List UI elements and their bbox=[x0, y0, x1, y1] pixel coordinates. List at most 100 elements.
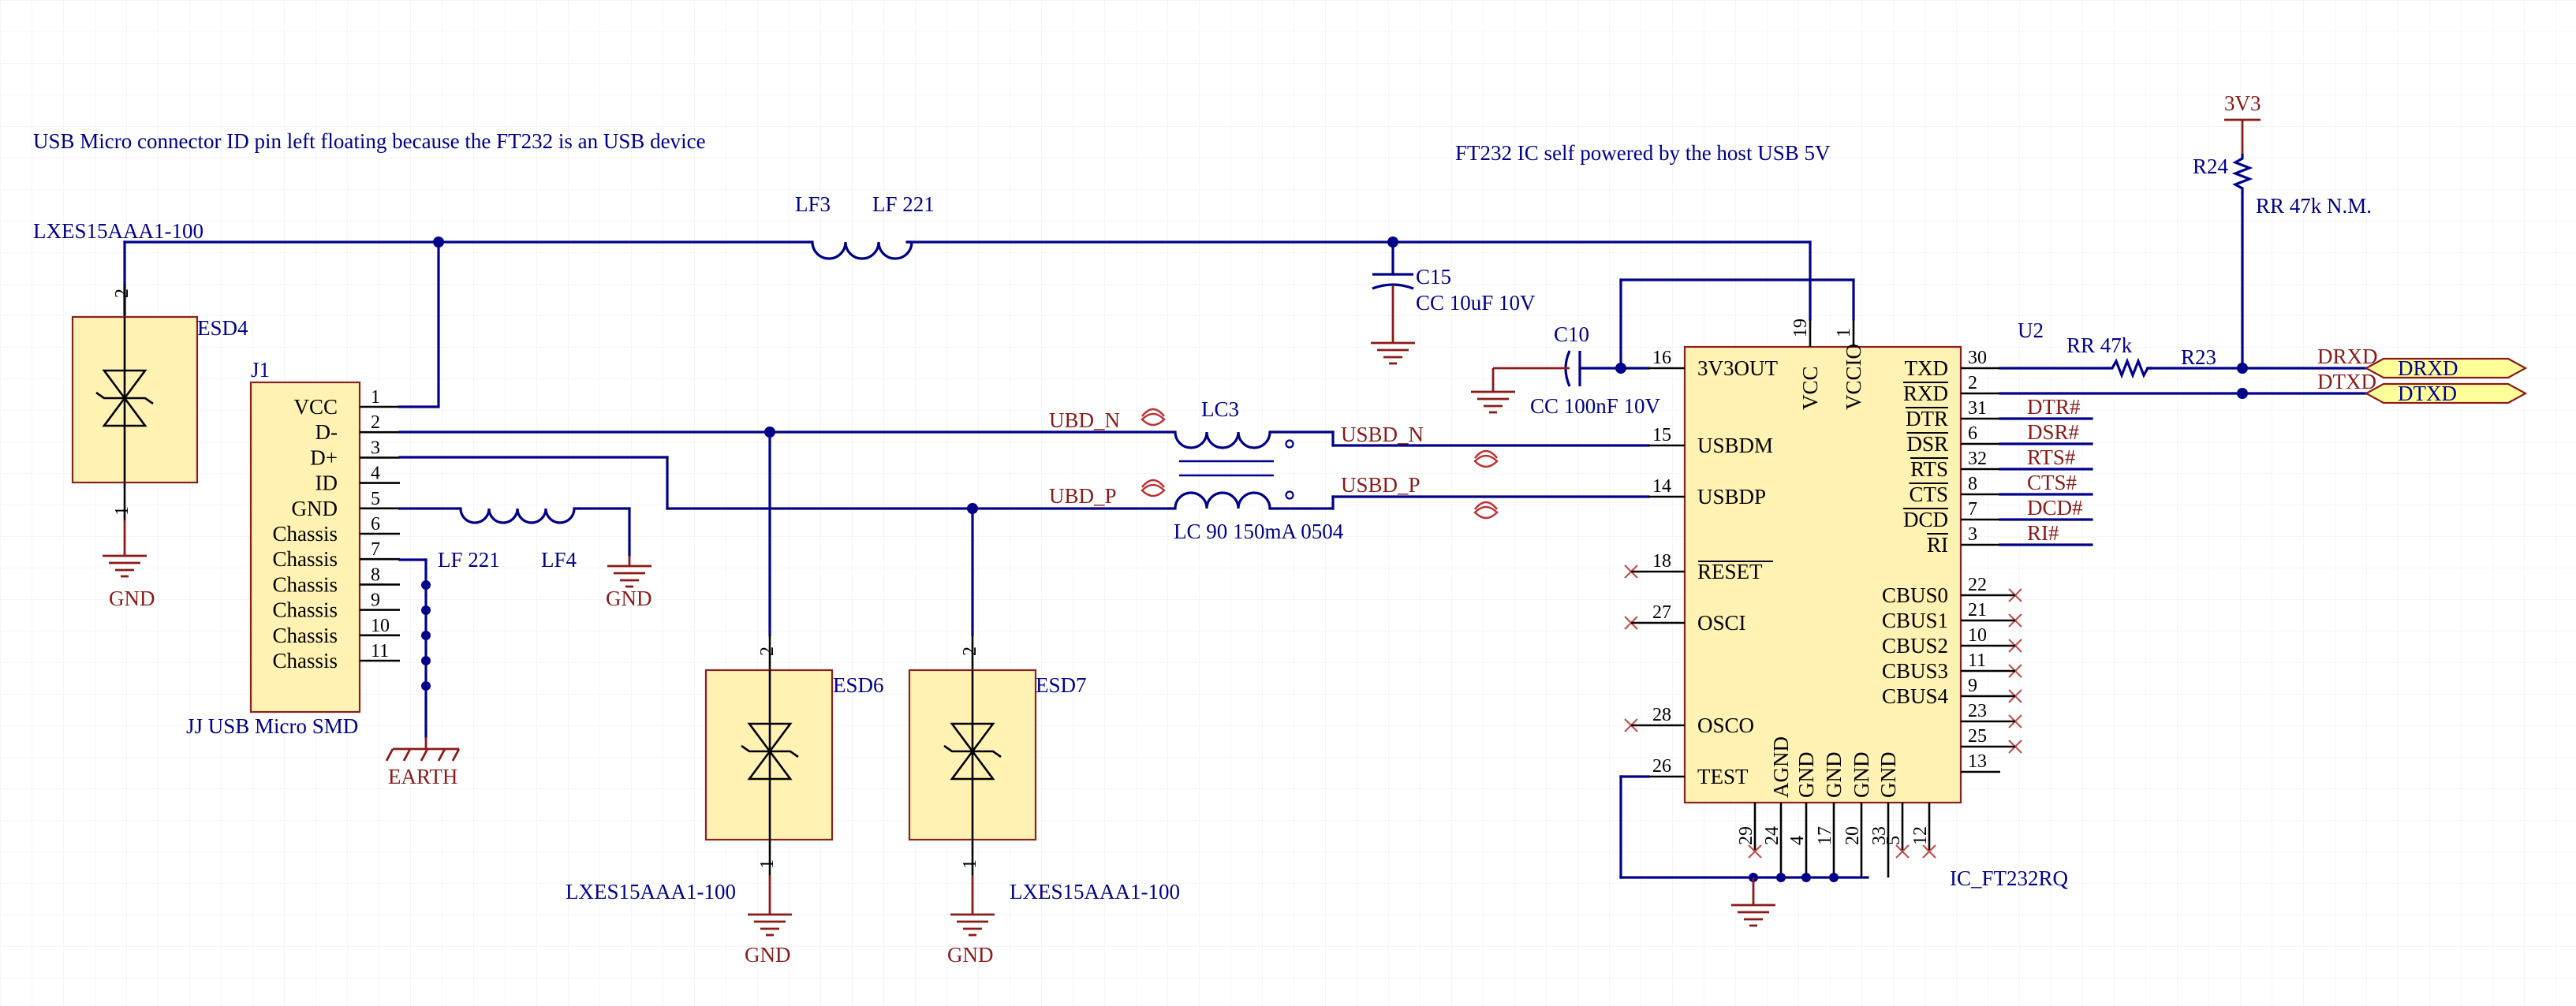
u2-bottom-pin[interactable]: 5 bbox=[1883, 803, 1910, 859]
net-label-usbd-n: USBD_N bbox=[1341, 423, 1424, 446]
u2-pin-name: RXD bbox=[1903, 382, 1948, 405]
u2-pin-name: RI bbox=[1927, 533, 1948, 557]
u2-pin-name: TEST bbox=[1697, 765, 1749, 788]
j1-pin-number: 10 bbox=[371, 616, 390, 636]
c15-value: CC 10uF 10V bbox=[1416, 291, 1536, 315]
u2-bottom-pin[interactable]: 29 bbox=[1736, 803, 1762, 859]
u2-pin-number: 31 bbox=[1968, 398, 1987, 419]
diff-pair-marker-ubd-n bbox=[1141, 408, 1166, 427]
gnd-symbol-esd7 bbox=[950, 875, 995, 937]
u2-pin-name: CBUS0 bbox=[1882, 583, 1948, 607]
lf4-ferrite[interactable] bbox=[457, 507, 580, 524]
u2-pin-number: 27 bbox=[1652, 602, 1671, 623]
net-label-dtxd: DTXD bbox=[2317, 370, 2376, 393]
lc3-ref: LC3 bbox=[1201, 397, 1239, 421]
gnd-symbol-c15 bbox=[1371, 341, 1415, 365]
diff-pair-marker-usbd-p bbox=[1473, 501, 1499, 520]
u2-ic-body[interactable] bbox=[1683, 345, 1962, 804]
u2-right-pin[interactable]: 23 bbox=[1961, 701, 2022, 728]
u2-pin-number: 3 bbox=[1968, 524, 1977, 545]
u2-bottom-pin[interactable]: 12 bbox=[1910, 803, 1936, 859]
j1-connector-body[interactable] bbox=[249, 381, 361, 714]
esd6-diode[interactable]: 2 1 bbox=[704, 430, 834, 875]
u2-pin-number: 29 bbox=[1736, 826, 1757, 845]
j1-pin-name: D+ bbox=[310, 445, 338, 469]
esd7-diode[interactable]: 2 1 bbox=[908, 507, 1037, 875]
j1-pin-number: 3 bbox=[371, 438, 380, 458]
port-drxd[interactable]: DRXD bbox=[2364, 356, 2528, 380]
j1-pin-number: 8 bbox=[371, 564, 380, 585]
net-label-dtr: DTR# bbox=[2027, 395, 2081, 419]
gnd-label-esd7: GND bbox=[947, 943, 994, 967]
u2-pin-number: 17 bbox=[1815, 826, 1835, 845]
esd4-diode[interactable]: 2 1 bbox=[71, 284, 199, 520]
c15-capacitor[interactable] bbox=[1372, 240, 1414, 343]
j1-pin[interactable]: D+ 3 bbox=[310, 438, 400, 469]
diff-pair-marker-ubd-p bbox=[1141, 479, 1166, 497]
uart-wiring bbox=[1999, 118, 2368, 399]
port-drxd-label: DRXD bbox=[2398, 356, 2458, 380]
u2-right-pin[interactable]: 13 bbox=[1961, 751, 2000, 773]
j1-pin-number: 7 bbox=[371, 539, 380, 560]
u2-right-pin[interactable]: RI 3 bbox=[1927, 524, 2093, 557]
lf3-ferrite[interactable] bbox=[808, 240, 913, 260]
lc3-choke[interactable] bbox=[1167, 430, 1650, 510]
u2-pin-number: 23 bbox=[1968, 701, 1987, 721]
no-connect-icon bbox=[1748, 844, 1762, 859]
esd4-value: LXES15AAA1-100 bbox=[33, 219, 203, 243]
u2-test-gnd-wiring bbox=[1619, 775, 1869, 927]
earth-label: EARTH bbox=[388, 765, 457, 788]
u2-right-pin[interactable]: 25 bbox=[1961, 726, 2022, 754]
u2-pin-number: 28 bbox=[1652, 705, 1671, 725]
j1-pin-number: 4 bbox=[371, 464, 380, 484]
c10-capacitor[interactable] bbox=[1471, 278, 1855, 414]
esd6-value: LXES15AAA1-100 bbox=[566, 880, 736, 904]
port-dtxd[interactable]: DTXD bbox=[2364, 382, 2528, 405]
esd4-pin-top: 2 bbox=[112, 289, 133, 298]
j1-data-wiring bbox=[398, 427, 1169, 557]
j1-pin[interactable]: D-2 bbox=[315, 412, 401, 444]
u2-pin-number: 16 bbox=[1652, 348, 1671, 368]
no-connect-icon bbox=[1895, 844, 1910, 859]
u2-pin-number: 12 bbox=[1910, 826, 1931, 845]
vcc-rail bbox=[123, 237, 1812, 408]
esd6-pin-bottom: 1 bbox=[757, 859, 778, 869]
